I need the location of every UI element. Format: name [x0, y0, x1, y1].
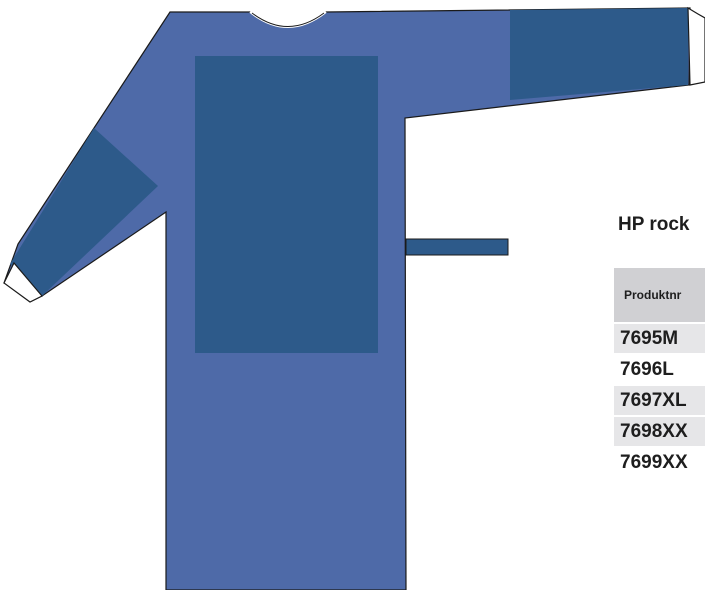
table-row: 7695M: [614, 324, 705, 353]
product-table: Produktnr 7695M 7696L 7697XL 7698XX 7699…: [614, 268, 705, 477]
table-row: 7699XX: [614, 448, 705, 477]
table-row: 7697XL: [614, 386, 705, 415]
left-cuff: [3, 261, 43, 303]
product-title: HP rock: [618, 214, 690, 235]
right-cuff: [687, 6, 705, 86]
right-sleeve-reinforcement: [510, 8, 688, 100]
table-header: Produktnr: [614, 268, 705, 322]
chest-reinforcement: [195, 56, 378, 353]
left-sleeve-reinforcement: [10, 128, 158, 296]
waist-tie: [405, 238, 509, 256]
table-row: 7698XX: [614, 417, 705, 446]
table-row: 7696L: [614, 355, 705, 384]
